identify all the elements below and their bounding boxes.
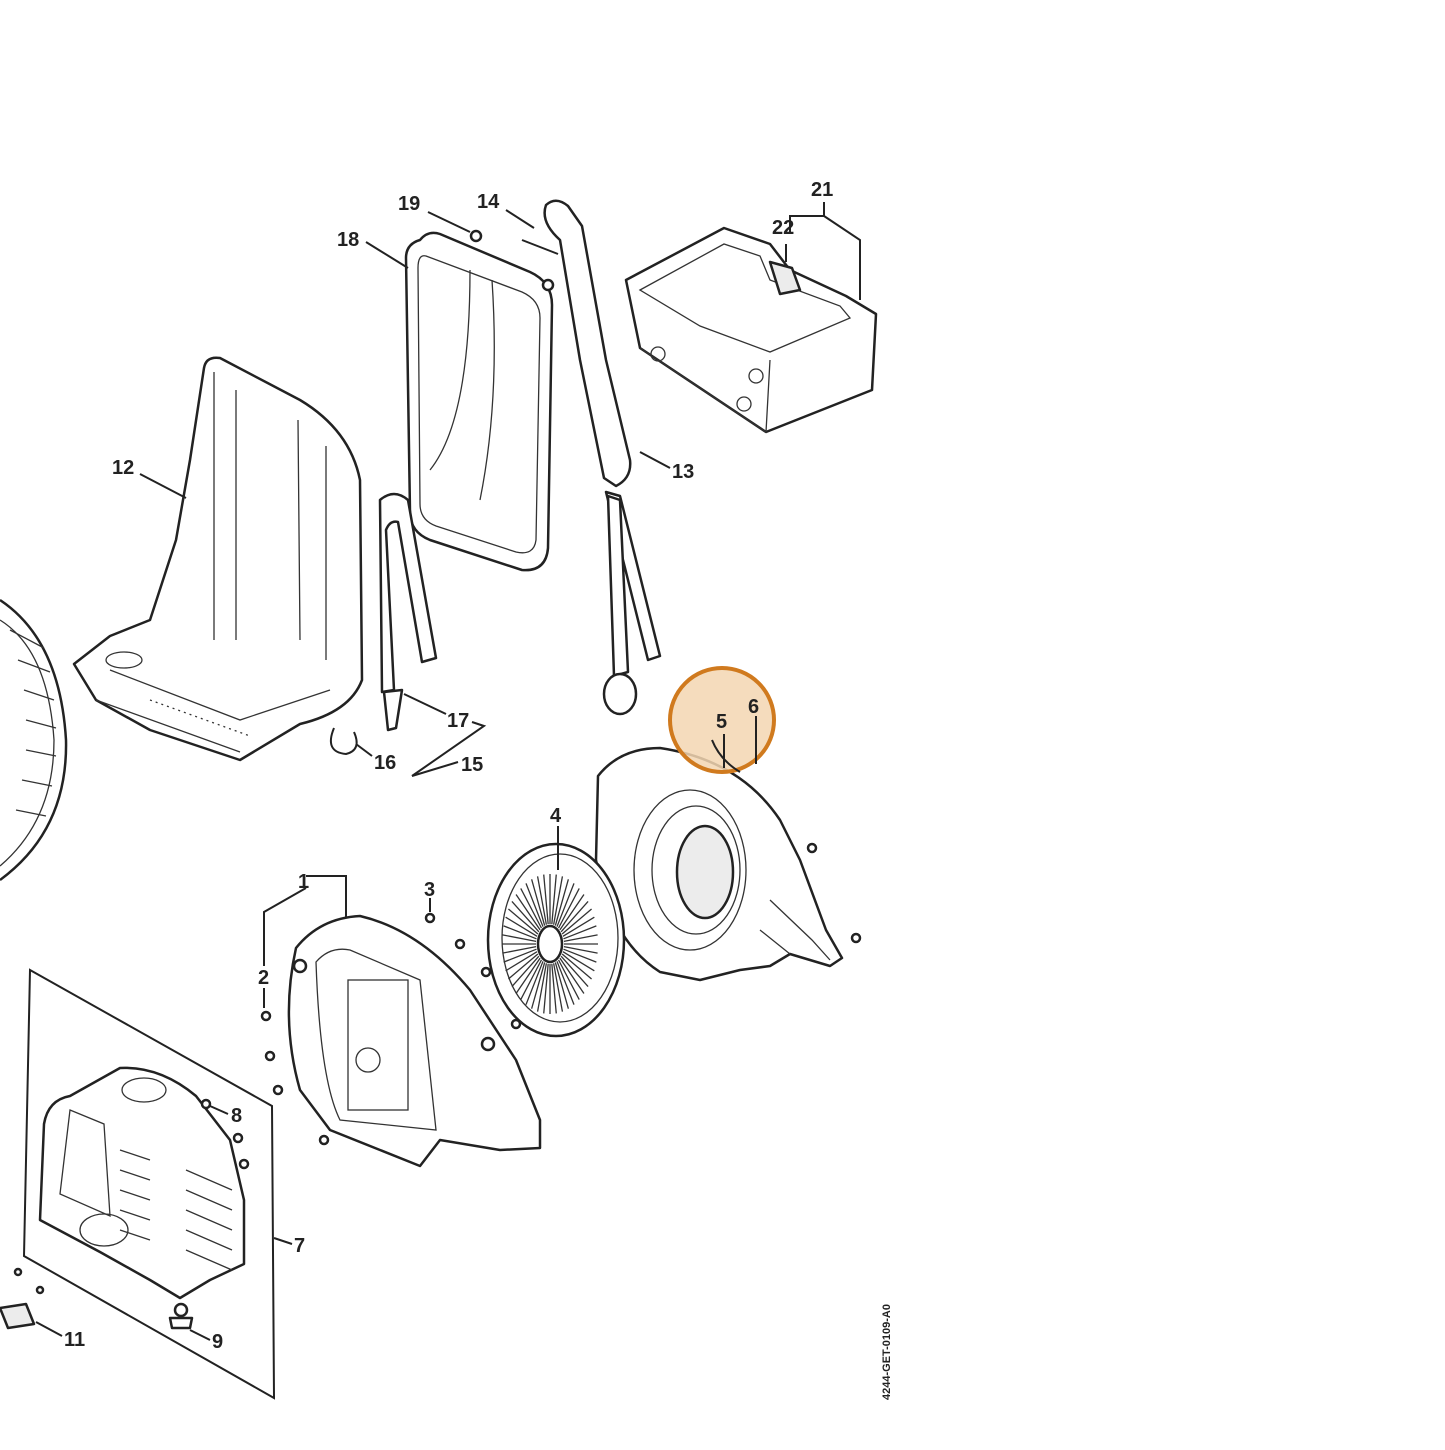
drawing-code: 4244-GET-0109-A0 [881,1304,893,1400]
part-14-pin[interactable] [521,239,559,255]
part-3-screws[interactable] [424,912,522,1030]
fan-blade [520,888,543,929]
fan-blade [560,955,589,988]
fan-blade [520,959,543,1000]
part-15-hip-strap[interactable] [378,492,438,732]
callout-labels: 19 14 18 21 22 12 13 17 16 15 5 6 4 1 3 … [64,179,833,1353]
callout-2: 2 [258,967,269,989]
fan-blade [525,883,544,927]
callout-19: 19 [398,193,420,215]
fan-blade [552,963,564,1012]
fan-blade [556,961,575,1005]
fan-blade [552,876,564,925]
part-22-insert[interactable] [768,260,802,296]
engine-housing-partial [0,598,68,882]
part-5-blower-housing[interactable] [594,746,862,982]
leader-lines [35,202,861,1341]
fan-blade [536,963,548,1012]
fan-blade [505,951,538,972]
fan-blade [559,894,585,931]
callout-9: 9 [212,1331,223,1353]
fan-blade [515,894,541,931]
callout-18: 18 [337,229,359,251]
fan-blade [511,955,540,988]
fan-blade [503,948,537,963]
callout-12: 12 [112,457,134,479]
highlight-parts-5-6 [668,666,776,774]
fan-blade [554,879,569,926]
fan-blade [559,957,585,994]
fan-blade [561,953,592,980]
callout-4: 4 [550,805,562,827]
fan-blade [563,945,598,954]
fan-blade [503,925,537,940]
callout-6: 6 [748,696,759,718]
fan-blade [563,948,597,963]
callout-8: 8 [231,1105,242,1127]
fan-blade [551,963,557,1014]
callout-15: 15 [461,754,483,776]
fan-blade [557,959,580,1000]
part-11-clip[interactable] [0,1267,45,1330]
fan-blade [562,916,595,937]
fan-blade [563,925,597,940]
callout-21: 21 [811,179,833,201]
fan-blade [502,934,537,943]
fan-blade [561,908,592,935]
part-12-back-frame[interactable] [72,356,364,762]
fan-blade [554,962,569,1009]
fan-blade [511,900,540,933]
fan-blade [557,888,580,929]
fan-blade [505,916,538,937]
part-7-engine-cover[interactable] [38,1066,246,1300]
callout-7: 7 [294,1235,305,1257]
fan-blade [525,961,544,1005]
part-2-screws[interactable] [260,1010,330,1146]
fan-blade [562,951,595,972]
callout-5: 5 [716,711,727,733]
callout-14: 14 [477,191,500,213]
part-4-fan-wheel[interactable] [486,842,626,1038]
part-8-screws[interactable] [200,1098,250,1170]
fan-blade [531,879,546,926]
part-19-screw[interactable] [469,229,555,292]
callout-13: 13 [672,461,694,483]
fan-blade [536,876,548,925]
part-21-tray[interactable] [624,226,878,434]
part-13-shoulder-strap[interactable] [543,199,662,716]
callout-22: 22 [772,217,794,239]
callout-16: 16 [374,752,396,774]
fan-blade [508,953,539,980]
part-16-hook[interactable] [330,727,358,756]
part-1-fan-housing[interactable] [287,914,542,1168]
fan-blade [560,900,589,933]
part-9-grommet[interactable] [168,1302,194,1330]
callout-1: 1 [298,871,309,893]
fan-blade [515,957,541,994]
fan-blade [502,945,537,954]
fan-blade [543,963,549,1014]
fan-blade [551,874,557,925]
fan-blade [508,908,539,935]
callout-17: 17 [447,710,469,732]
fan-blade [563,934,598,943]
fan-blade [543,874,549,925]
callout-3: 3 [424,879,435,901]
fan-blade [556,883,575,927]
part-7-frame [22,968,276,1400]
callout-11: 11 [64,1329,85,1351]
part-18-back-pad[interactable] [404,231,554,572]
fan-blade [531,962,546,1009]
